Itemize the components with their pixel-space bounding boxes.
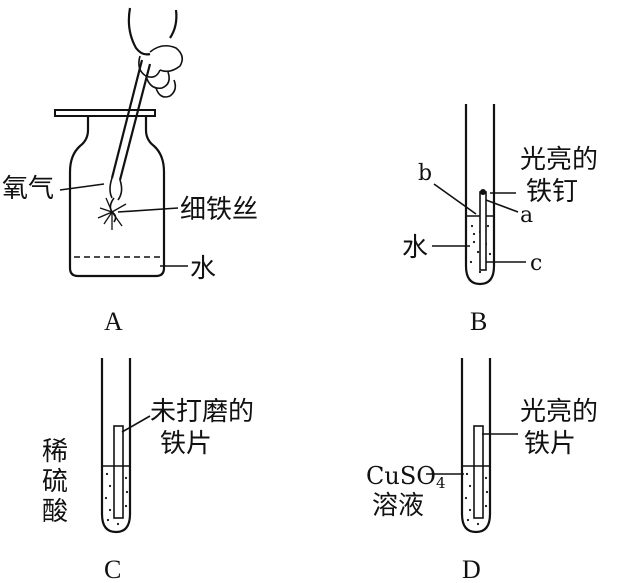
glass-plate	[54, 109, 156, 117]
test-tube-icon	[460, 358, 492, 534]
label-b: b	[418, 161, 432, 186]
label-a: a	[520, 203, 533, 228]
label-plate-c-1: 未打磨的	[150, 397, 254, 427]
caption-d: D	[462, 555, 481, 583]
test-tube-icon	[100, 358, 132, 534]
solution-dots	[464, 472, 489, 526]
caption-c: C	[104, 555, 121, 583]
caption-b: B	[470, 307, 487, 336]
label-c: c	[530, 251, 542, 276]
label-acid-3: 酸	[42, 497, 68, 527]
label-acid-2: 硫	[42, 467, 68, 497]
leader-plate-c	[121, 415, 151, 433]
hand-icon	[127, 7, 184, 98]
label-oxygen: 氧气	[2, 174, 54, 204]
panel-a: 氧气 细铁丝 水 A	[2, 7, 258, 336]
tongs-icon	[109, 59, 152, 201]
panel-b: 光亮的 铁钉 b a c 水 B	[402, 104, 598, 336]
leader-b	[433, 183, 477, 215]
label-plate-c-2: 铁片	[160, 429, 212, 459]
label-nail-2: 铁钉	[526, 177, 578, 207]
sparks	[97, 197, 127, 230]
label-water-a: 水	[190, 254, 216, 284]
leader-oxygen	[59, 183, 105, 191]
gas-jar-icon	[68, 116, 166, 278]
iron-plate-icon	[473, 425, 484, 519]
iron-nail-icon	[479, 189, 487, 271]
solution-subscript: 4	[436, 474, 446, 492]
iron-plate-icon	[113, 425, 124, 519]
label-solution-1: CuSO4	[366, 462, 445, 492]
label-solution-2: 溶液	[372, 491, 424, 521]
test-tube-icon	[464, 104, 496, 286]
leader-a	[485, 199, 519, 213]
acid-dots	[104, 472, 129, 526]
label-acid-1: 稀	[42, 437, 68, 467]
caption-a: A	[104, 307, 123, 336]
label-nail-1: 光亮的	[520, 145, 598, 175]
label-iron-wire: 细铁丝	[180, 195, 258, 225]
label-plate-d-1: 光亮的	[520, 397, 598, 427]
panel-d: 光亮的 铁片 CuSO4 溶液 D	[366, 358, 598, 583]
solution-formula: CuSO	[366, 462, 436, 490]
leader-iron-wire	[117, 207, 179, 213]
label-water-b: 水	[402, 233, 428, 263]
panel-c: 未打磨的 铁片 稀 硫 酸 C	[42, 358, 254, 583]
label-plate-d-2: 铁片	[524, 429, 576, 459]
